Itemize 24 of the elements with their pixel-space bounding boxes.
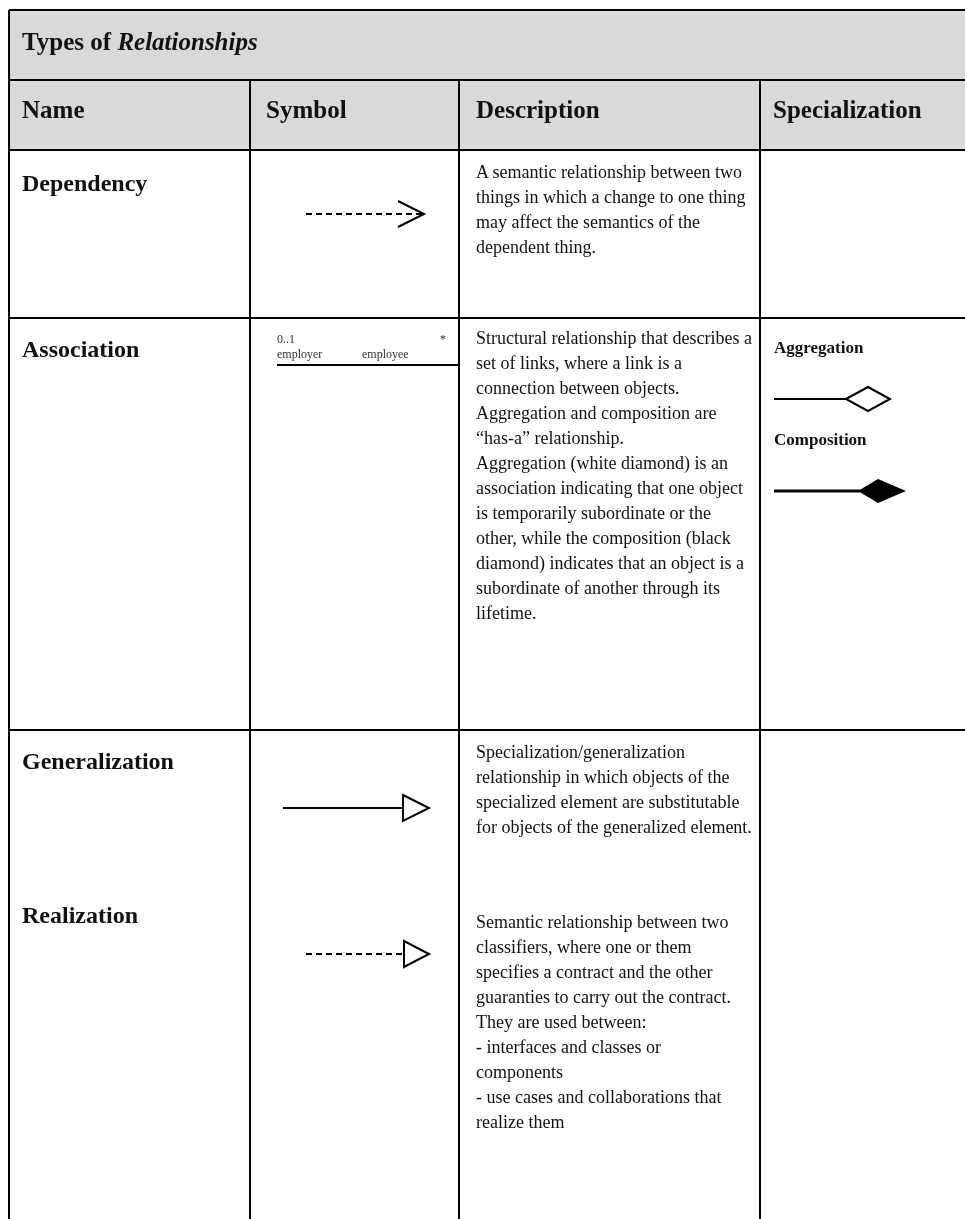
- description-text: Aggregation and composition are “has-a” relationship.: [476, 402, 718, 450]
- description-text: - interfaces and classes or components: [476, 1036, 662, 1084]
- description-text: Aggregation (white diamond) is an association indicating that one object is temporarily subordinate or the other, while the composition (black diamond) indicates that an object is a subordinate of another through its lifetime.: [476, 452, 745, 625]
- specialization-label: Composition: [774, 430, 868, 450]
- column-header: Description: [476, 96, 601, 124]
- description-text: A semantic relationship between two things in which a change to one thing may affect the semantics of the dependent thing.: [476, 161, 747, 259]
- relationship-name: Dependency: [22, 170, 149, 197]
- multiplicity-label: 0..1: [277, 332, 296, 346]
- column-header: Specialization: [773, 96, 923, 124]
- role-label: employee: [362, 347, 410, 361]
- role-label: employer: [277, 347, 324, 361]
- description-text: Specialization/generalization relationship in which objects of the specialized element are substitutable for objects of the generalized element.: [476, 741, 752, 839]
- description-text: Semantic relationship between two classifiers, where one or them specifies a contract and the other guaranties to carry out the contract.: [476, 911, 732, 1009]
- relationship-name: Generalization: [22, 748, 175, 775]
- relationship-name: Realization: [22, 902, 139, 929]
- column-header: Symbol: [266, 96, 348, 124]
- description-text: Structural relationship that describes a set of links, where a link is a connection between objects.: [476, 327, 752, 400]
- specialization-label: Aggregation: [774, 338, 865, 358]
- description-text: - use cases and collaborations that realize them: [476, 1086, 723, 1134]
- multiplicity-label: *: [440, 332, 447, 346]
- column-header: Name: [22, 96, 86, 124]
- relationship-name: Association: [22, 336, 141, 363]
- table-title: Types of Relationships: [22, 28, 258, 56]
- description-text: They are used between:: [476, 1011, 648, 1034]
